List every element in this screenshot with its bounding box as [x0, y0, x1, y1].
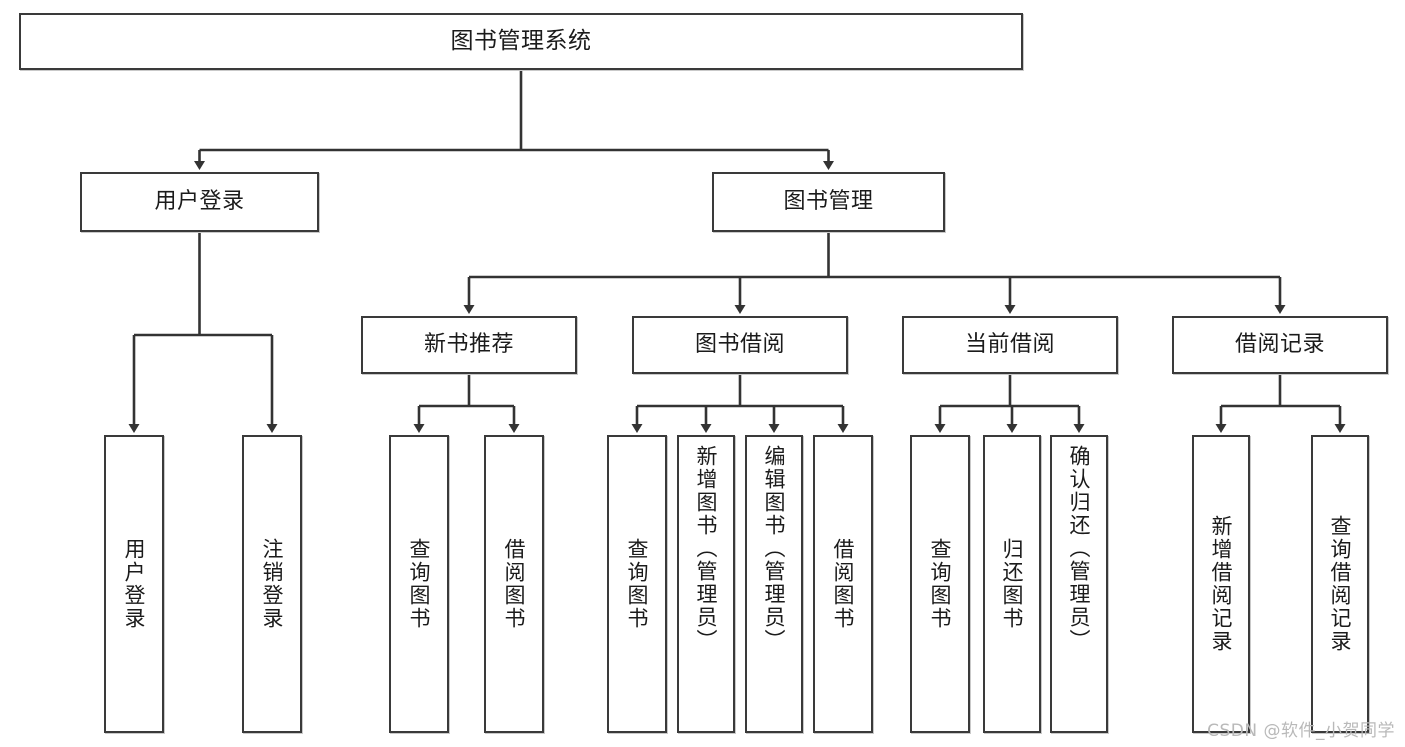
node-leaf-confirm-return[interactable]: 确认归还（管理员） — [1050, 435, 1108, 733]
node-label: 查询图书 — [407, 538, 432, 630]
node-leaf-add-record[interactable]: 新增借阅记录 — [1192, 435, 1250, 733]
node-current-borrow[interactable]: 当前借阅 — [902, 316, 1118, 374]
node-label: 新书推荐 — [423, 332, 514, 358]
node-label: 用户登录 — [154, 189, 245, 215]
node-label: 新增借阅记录 — [1209, 515, 1234, 653]
node-leaf-return-book[interactable]: 归还图书 — [983, 435, 1041, 733]
node-leaf-user-login[interactable]: 用户登录 — [104, 435, 164, 733]
node-root[interactable]: 图书管理系统 — [19, 13, 1023, 70]
node-leaf-user-logout[interactable]: 注销登录 — [242, 435, 302, 733]
node-book-borrow[interactable]: 图书借阅 — [632, 316, 848, 374]
node-borrow-record[interactable]: 借阅记录 — [1172, 316, 1388, 374]
node-leaf-borrow-book-1[interactable]: 借阅图书 — [484, 435, 544, 733]
node-leaf-borrow-book-2[interactable]: 借阅图书 — [813, 435, 873, 733]
node-leaf-query-book-3[interactable]: 查询图书 — [910, 435, 970, 733]
node-label: 查询图书 — [625, 538, 650, 630]
node-label: 借阅图书 — [502, 538, 527, 630]
node-label: 借阅记录 — [1234, 332, 1325, 358]
node-label: 图书管理 — [783, 189, 874, 215]
node-label: 新增图书（管理员） — [694, 445, 719, 652]
node-label: 图书借阅 — [694, 332, 785, 358]
node-label: 用户登录 — [122, 538, 147, 630]
node-label: 注销登录 — [260, 538, 285, 630]
node-label: 编辑图书（管理员） — [762, 445, 787, 652]
node-leaf-query-book-1[interactable]: 查询图书 — [389, 435, 449, 733]
watermark: CSDN @软件_小贺同学 — [1207, 721, 1395, 741]
node-label: 查询借阅记录 — [1328, 515, 1353, 653]
node-label: 当前借阅 — [964, 332, 1055, 358]
node-leaf-query-record[interactable]: 查询借阅记录 — [1311, 435, 1369, 733]
node-book-manage[interactable]: 图书管理 — [712, 172, 945, 232]
node-leaf-query-book-2[interactable]: 查询图书 — [607, 435, 667, 733]
node-user-login[interactable]: 用户登录 — [80, 172, 319, 232]
node-label: 图书管理系统 — [450, 27, 592, 54]
node-leaf-add-book[interactable]: 新增图书（管理员） — [677, 435, 735, 733]
node-new-book-rec[interactable]: 新书推荐 — [361, 316, 577, 374]
node-label: 确认归还（管理员） — [1067, 445, 1092, 652]
node-leaf-edit-book[interactable]: 编辑图书（管理员） — [745, 435, 803, 733]
node-label: 查询图书 — [928, 538, 953, 630]
node-label: 借阅图书 — [831, 538, 856, 630]
node-label: 归还图书 — [1000, 538, 1025, 630]
